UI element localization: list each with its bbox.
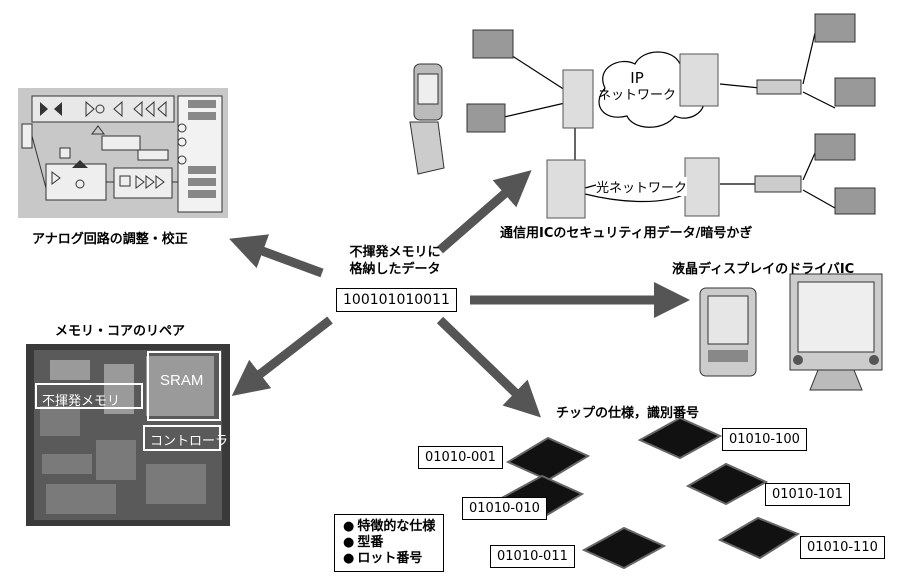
chip-5 — [581, 526, 667, 570]
controller-label: コントローラ — [150, 434, 229, 449]
center-title: 不揮発メモリに 格納したデータ — [330, 244, 460, 278]
chip-id-4: 01010-101 — [765, 483, 850, 506]
pda-icon — [699, 287, 757, 377]
sram-label: SRAM — [160, 372, 204, 389]
chip-id-6: 01010-110 — [800, 536, 885, 559]
repair-label: メモリ・コアのリペア — [55, 324, 186, 339]
network-label: 通信用ICのセキュリティ用データ/暗号かぎ — [500, 226, 753, 241]
bullet-item: 特徴的な仕様 — [343, 519, 435, 535]
arrow-to-chips — [436, 316, 541, 418]
chip-4 — [685, 462, 769, 506]
arrow-to-analog — [229, 234, 324, 278]
bullet-item: 型番 — [343, 535, 435, 551]
mobile-phone-icon — [409, 63, 445, 175]
bullet-item: ロット番号 — [343, 551, 435, 567]
arrow-to-repair — [231, 316, 333, 397]
die-photo — [26, 344, 230, 526]
ip-cloud-label: IP ネットワーク — [598, 70, 676, 104]
chip-id-1: 01010-001 — [418, 446, 503, 469]
analog-label: アナログ回路の調整・校正 — [32, 232, 188, 247]
chip-id-2: 01010-100 — [722, 428, 807, 451]
chip-6 — [717, 516, 800, 560]
spec-bullet-box: 特徴的な仕様 型番 ロット番号 — [334, 514, 445, 572]
analog-circuit-diagram — [18, 88, 228, 218]
ip-line1: IP — [630, 69, 644, 87]
chips-label: チップの仕様，識別番号 — [556, 406, 700, 421]
chip-id-3: 01010-010 — [462, 497, 547, 520]
optical-network-label: 光ネットワーク — [596, 177, 688, 196]
chip-1 — [505, 436, 591, 482]
center-title-line2: 格納したデータ — [349, 262, 441, 277]
ip-line2: ネットワーク — [598, 88, 677, 103]
chip-2 — [637, 416, 723, 460]
lcd-monitor-icon — [789, 273, 883, 391]
nvm-label: 不揮発メモリ — [42, 394, 121, 409]
center-title-line1: 不揮発メモリに — [349, 245, 441, 260]
network-diagram — [466, 13, 876, 219]
center-data-box: 100101010011 — [336, 288, 457, 312]
display-label: 液晶ディスプレイのドライバIC — [672, 262, 855, 277]
arrow-to-network — [437, 170, 532, 254]
chip-id-5: 01010-011 — [490, 545, 575, 568]
